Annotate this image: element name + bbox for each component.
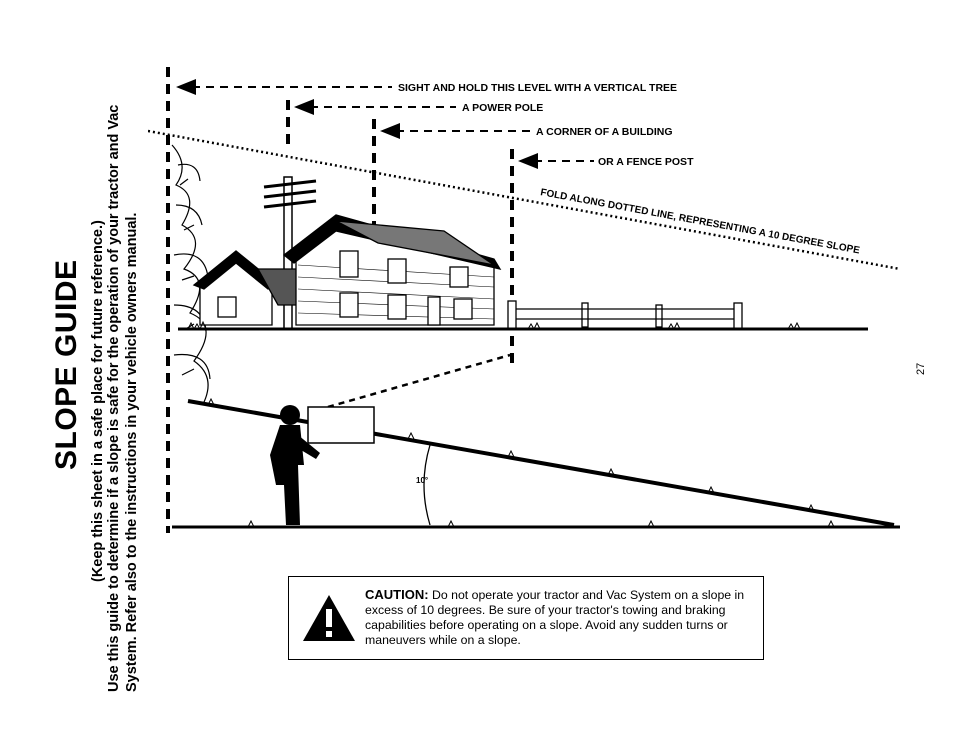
label-fold-line: FOLD ALONG DOTTED LINE, REPRESENTING A 1… [539,187,860,256]
caution-heading: CAUTION: [365,587,429,602]
caution-text: CAUTION: Do not operate your tractor and… [365,587,757,648]
angle-label: 10° [416,476,428,485]
warning-triangle-icon [303,595,355,641]
sight-tree-arrow [176,79,392,95]
sight-line-to-fence [327,353,511,409]
house-icon [192,214,502,326]
slope-illustration: SIGHT AND HOLD THIS LEVEL WITH A VERTICA… [148,67,901,533]
page-number: 27 [914,362,928,382]
power-pole-arrow [294,99,456,115]
instruction-line-1: Use this guide to determine if a slope i… [106,104,122,692]
slope-line [187,399,895,527]
slope-guide-card [307,406,375,444]
label-power-pole: A POWER POLE [462,102,543,114]
angle-arc [423,444,431,526]
fence-post-arrow [518,153,594,169]
label-fence-post: OR A FENCE POST [598,156,694,168]
label-building-corner: A CORNER OF A BUILDING [536,126,673,138]
page-number-text: 27 [915,362,927,375]
caution-box: CAUTION: Do not operate your tractor and… [288,576,764,660]
side-text-rotated: SLOPE GUIDE (Keep this sheet in a safe p… [44,20,144,710]
caution-body: Do not operate your tractor and Vac Syst… [365,588,745,647]
building-arrow [380,123,530,139]
fold-dotted-line [148,129,901,271]
upper-grass [187,320,801,331]
label-vertical-tree: SIGHT AND HOLD THIS LEVEL WITH A VERTICA… [398,82,677,94]
instruction-line-2: System. Refer also to the instructions i… [124,212,140,692]
keep-sheet-note: (Keep this sheet in a safe place for fut… [90,220,106,582]
side-text-block: SLOPE GUIDE (Keep this sheet in a safe p… [44,20,144,710]
person-icon [270,405,320,525]
page-title: SLOPE GUIDE [50,259,83,470]
fence-icon [507,300,743,330]
